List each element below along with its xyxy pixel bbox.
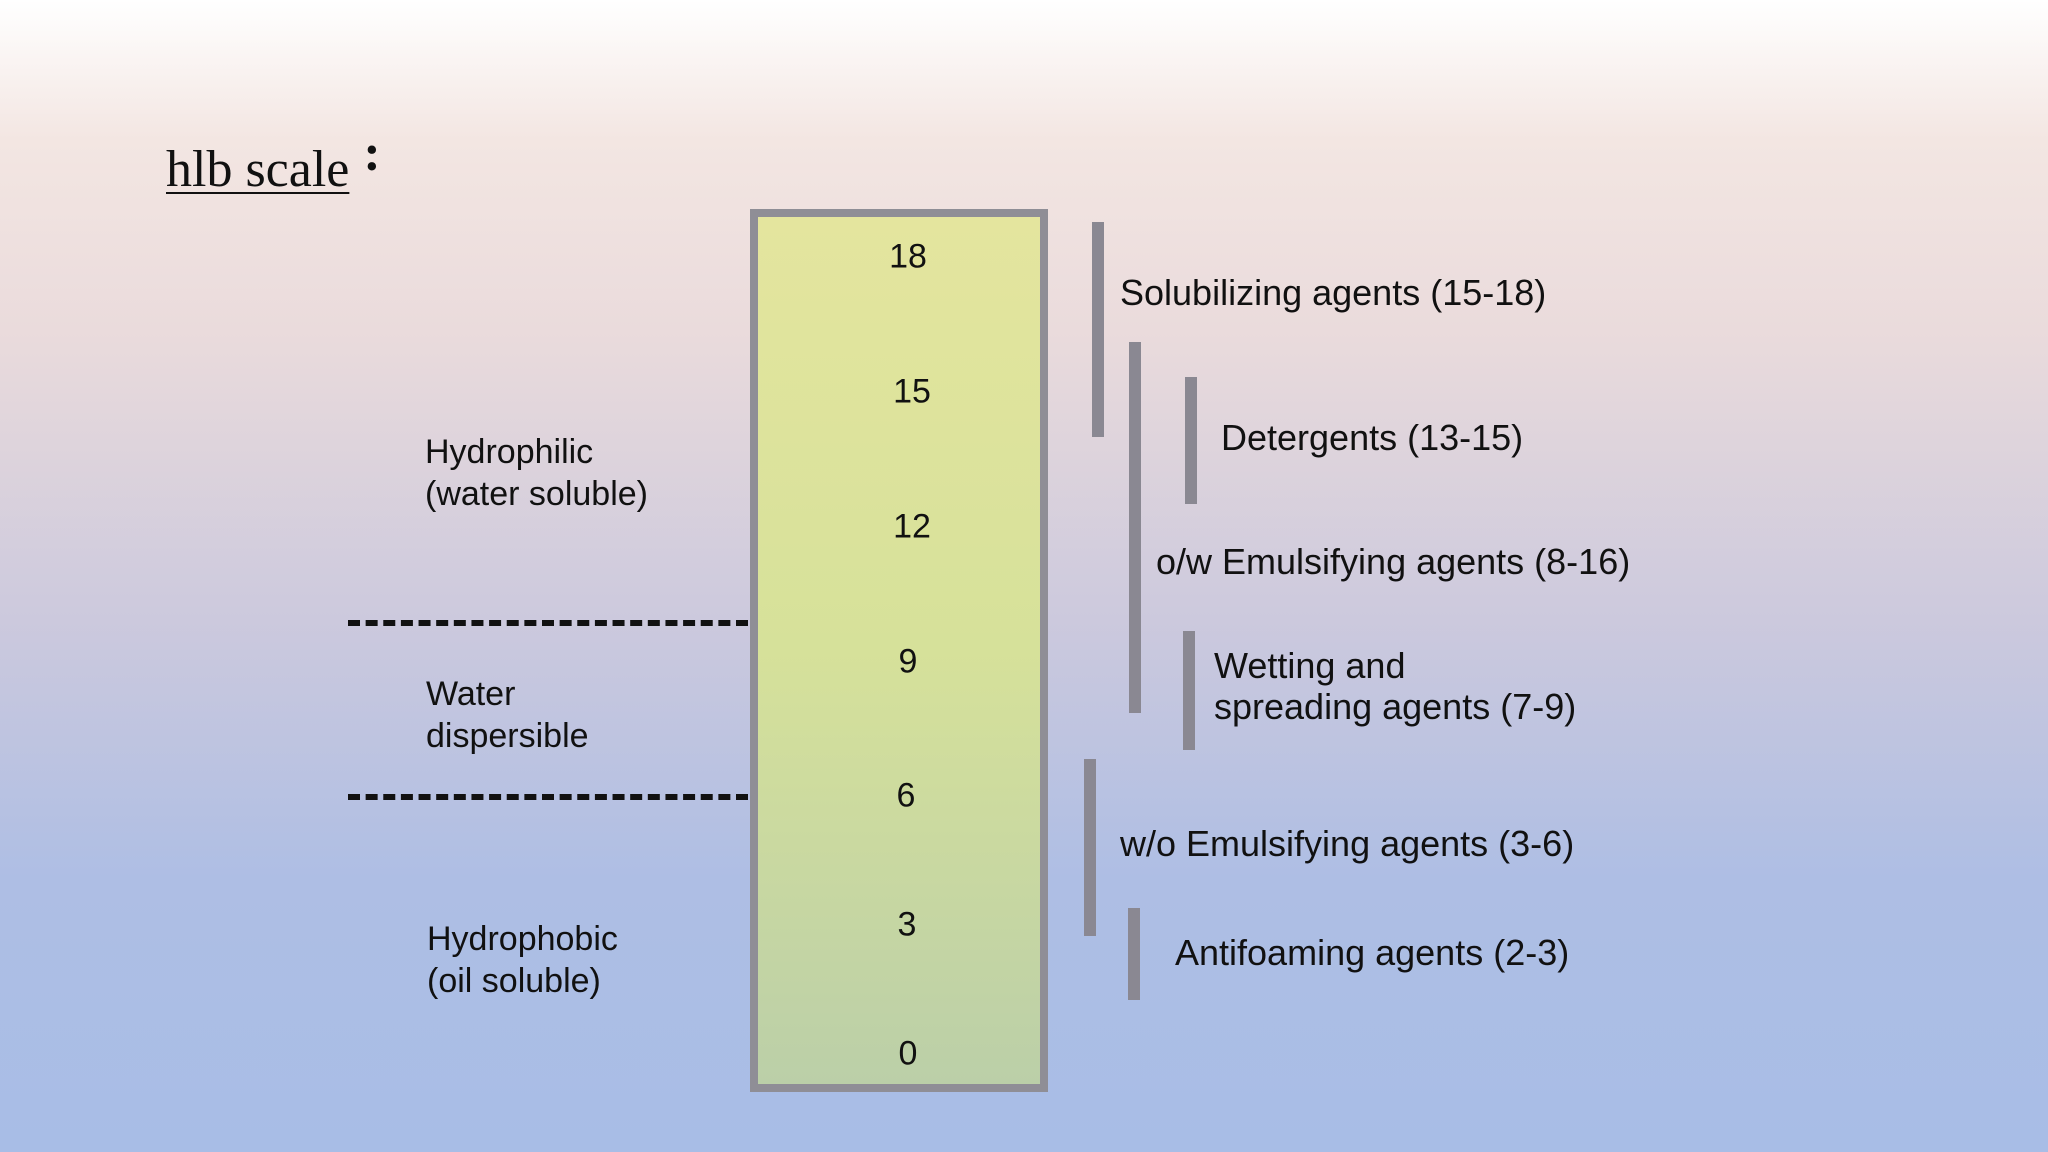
boundary-dash-lower [348, 794, 748, 800]
title-colon: : [363, 125, 381, 182]
antifoaming-agents-label: Antifoaming agents (2-3) [1175, 932, 1570, 973]
ow-emulsifying-range-bar [1129, 342, 1141, 713]
solubilizing-agents-label: Solubilizing agents (15-18) [1120, 272, 1547, 313]
tick-label: 9 [898, 642, 918, 681]
tick-label: 12 [893, 507, 931, 546]
boundary-dash-upper [348, 620, 748, 626]
slide-title: hlb scale: [156, 125, 381, 199]
tick-label: 18 [889, 237, 927, 276]
hydrophobic-label: Hydrophobic (oil soluble) [427, 920, 618, 1000]
tick-label: 0 [898, 1034, 918, 1073]
solubilizing-range-bar [1092, 222, 1104, 437]
water-dispersible-label: Water dispersible [426, 675, 589, 755]
title-text: hlb scale [166, 141, 350, 198]
wetting-spreading-agents-label: Wetting and spreading agents (7-9) [1214, 645, 1577, 727]
detergents-label: Detergents (13-15) [1221, 417, 1524, 458]
wo-emulsifying-range-bar [1084, 759, 1096, 936]
detergents-range-bar [1185, 377, 1197, 504]
hlb-scale-bar [750, 209, 1048, 1092]
tick-label: 3 [897, 905, 917, 944]
tick-label: 6 [896, 776, 916, 815]
antifoaming-range-bar [1128, 908, 1140, 1000]
hydrophilic-label: Hydrophilic (water soluble) [425, 433, 648, 513]
tick-label: 15 [893, 372, 931, 411]
wetting-range-bar [1183, 631, 1195, 750]
wo-emulsifying-agents-label: w/o Emulsifying agents (3-6) [1120, 823, 1575, 864]
ow-emulsifying-agents-label: o/w Emulsifying agents (8-16) [1156, 541, 1631, 582]
